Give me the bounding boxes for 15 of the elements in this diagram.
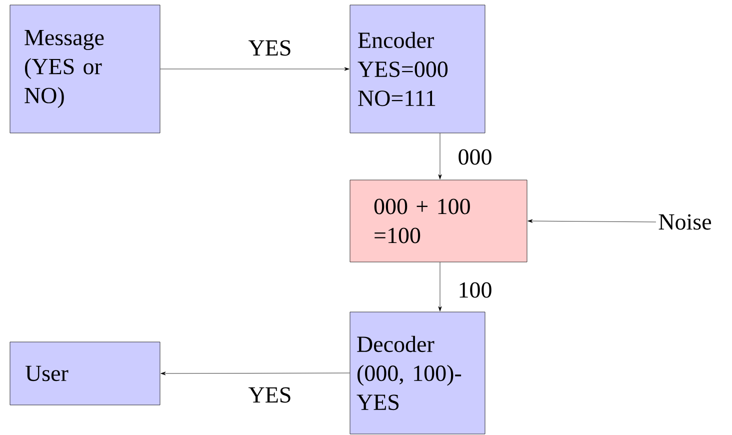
arrow — [528, 219, 656, 223]
noise-label: Noise — [658, 214, 712, 230]
arrow — [160, 372, 350, 376]
edge-label: 100 — [456, 281, 494, 299]
arrow — [438, 262, 442, 312]
process-box: 000 + 100 =100 — [350, 180, 528, 262]
arrow — [160, 67, 350, 71]
arrow — [438, 133, 442, 180]
edge-label: YES — [247, 386, 293, 404]
process-box: Message (YES or NO) — [10, 4, 160, 134]
process-box: User — [10, 342, 160, 406]
edge-label: YES — [247, 39, 293, 57]
edge-label: 000 — [456, 148, 494, 166]
process-box: Decoder (000, 100)-YES — [350, 312, 486, 434]
process-box: Encoder YES=000 NO=111 — [350, 4, 486, 134]
